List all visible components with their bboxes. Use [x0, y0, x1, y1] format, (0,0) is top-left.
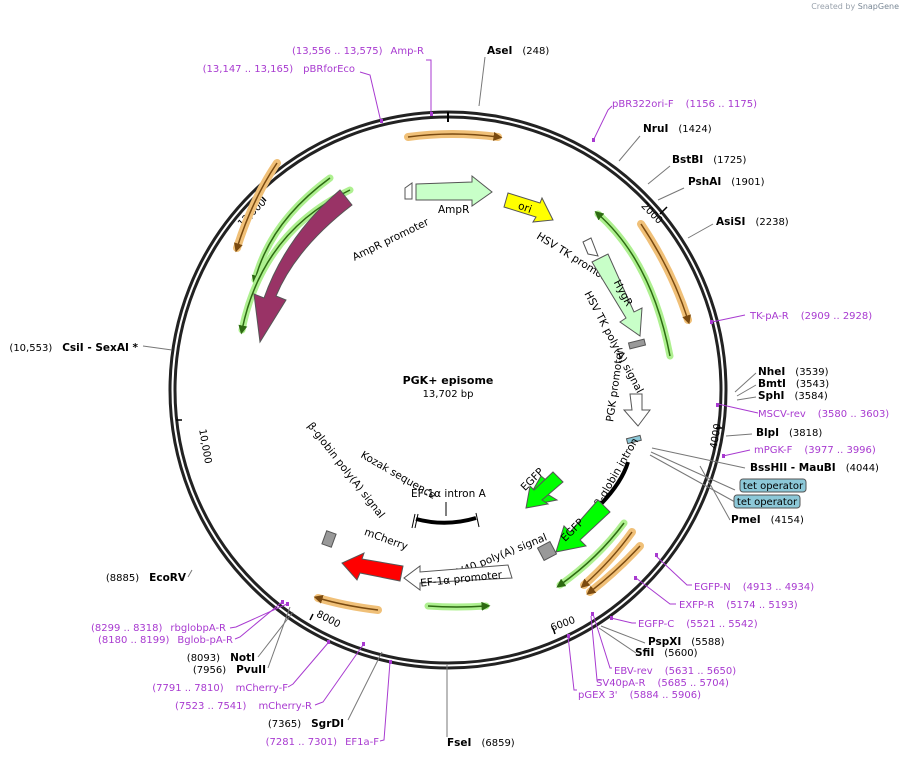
- enzyme-labels: AseI(248) NruI(1424) BstBI(1725) PshAI(1…: [9, 45, 879, 749]
- primer-pbr322ori-f: pBR322ori-F(1156 .. 1175): [612, 99, 757, 110]
- egfp-arrow-2: [555, 499, 611, 553]
- primer-mcherry-r: (7523 .. 7541)mCherry-R: [175, 701, 312, 712]
- primer-mscv-rev: MSCV-rev(3580 .. 3603): [758, 409, 889, 420]
- green-arc-ebna-1: [251, 177, 331, 285]
- ori-label: ori: [516, 200, 533, 216]
- site-sphI: SphI(3584): [758, 390, 828, 402]
- ori-arrow: [503, 192, 554, 223]
- ampr-arrow: [415, 174, 493, 207]
- outer-orange-arcs: [233, 130, 692, 614]
- snapgene-credit: Created by SnapGene: [811, 2, 899, 11]
- hsv-tk-polya-box: [627, 338, 647, 350]
- orange-arc-ebna: [234, 162, 278, 253]
- orange-arc-egfp-2: [586, 545, 641, 595]
- mcherry-label: mCherry: [363, 526, 410, 553]
- pgk-promoter-label: PGK promoter: [604, 348, 626, 423]
- enzyme-leaders: [142, 56, 757, 737]
- credit-text: Created by: [811, 2, 856, 11]
- orange-arc-egfp-1: [580, 531, 633, 588]
- tick-8000: [309, 613, 314, 621]
- ef1a-intron-arc: [415, 516, 477, 525]
- tick-label-4000: 4000: [709, 423, 724, 450]
- orange-arc-mcherry: [313, 594, 379, 611]
- site-nheI: NheI(3539): [758, 366, 829, 378]
- site-blpI: BlpI(3818): [756, 427, 822, 439]
- ebnai-arrow: [253, 189, 353, 344]
- tick-12000: [261, 196, 267, 202]
- site-fseI: FseI(6859): [447, 737, 515, 749]
- map-length: 13,702 bp: [423, 389, 474, 400]
- tet-operator-box-2: [733, 494, 801, 509]
- site-sgrDI: (7365)SgrDI: [268, 718, 344, 730]
- beta-globin-polya-label: β-globin poly(A) signal: [305, 420, 387, 520]
- ampr-promoter-arrow: [404, 182, 413, 200]
- hsv-tk-promoter-arrow: [582, 237, 599, 257]
- egfp-arrow-1-body: [525, 471, 564, 509]
- tick-2000: [659, 206, 668, 215]
- site-csiI: (10,553)CsiI - SexAI *: [9, 342, 138, 354]
- green-arc-hygr: [594, 211, 671, 357]
- primer-rbglobpa-r: (8299 .. 8318)rbglobpA-R: [91, 623, 226, 634]
- primer-ebv-rev: EBV-rev(5631 .. 5650): [614, 666, 736, 677]
- pgk-promoter-arrow: [622, 393, 651, 427]
- primer-mcherry-f: (7791 .. 7810)mCherry-F: [152, 683, 288, 694]
- primer-bglob-pa-r: (8180 .. 8199)Bglob-pA-R: [98, 635, 233, 646]
- site-pvuII: (7956)PvuII: [193, 664, 266, 676]
- primer-egfp-n: EGFP-N(4913 .. 4934): [694, 582, 814, 593]
- primer-mpgk-f: mPGK-F(3977 .. 3996): [754, 445, 876, 456]
- site-bstBI: BstBI(1725): [672, 154, 747, 166]
- tet-operator-label-1: tet operator: [743, 481, 804, 492]
- map-title: PGK+ episome: [403, 374, 494, 387]
- primer-pgex-3: pGEX 3'(5884 .. 5906): [578, 690, 701, 701]
- beta-globin-intron-label: β-globin intron: [592, 436, 641, 509]
- site-pspXI: PspXI(5588): [648, 636, 725, 648]
- tet-operator-label-2: tet operator: [737, 497, 798, 508]
- ampr-label: AmpR: [438, 204, 469, 216]
- ef1a-promoter-arrow: [403, 564, 513, 591]
- ef1a-intron-label: EF-1α intron A: [411, 488, 487, 500]
- primer-exfp-r: EXFP-R(5174 .. 5193): [679, 600, 798, 611]
- mcherry-arrow: [341, 552, 404, 582]
- primer-ef1a-f: (7281 .. 7301)EF1a-F: [266, 737, 380, 748]
- site-bssHII: BssHII - MauBI(4044): [750, 462, 879, 474]
- ampr-promoter-label: AmpR promoter: [351, 216, 432, 264]
- site-aseI: AseI(248): [487, 45, 549, 57]
- hygr-arrow: [591, 253, 643, 337]
- primer-egfp-c: EGFP-C(5521 .. 5542): [638, 619, 758, 630]
- primer-sv40pa-r: SV40pA-R(5685 .. 5704): [596, 678, 729, 689]
- tet-operator-box-1: [739, 478, 807, 493]
- primer-labels: (13,556 .. 13,575)Amp-R (13,147 .. 13,16…: [91, 46, 889, 748]
- primer-leaders: [229, 59, 759, 742]
- tick-6000: [552, 627, 556, 635]
- primer-amp-r: (13,556 .. 13,575)Amp-R: [292, 46, 424, 57]
- green-arc-egfp: [556, 522, 625, 588]
- sv40-polya-box: [536, 540, 558, 562]
- primer-pbrforeco: (13,147 .. 13,165)pBRforEco: [203, 64, 355, 75]
- tet-operator-mark: [625, 434, 642, 445]
- tick-label-8000: 8000: [314, 609, 342, 631]
- snapgene-logo: SnapGene: [857, 2, 899, 11]
- green-arc-ef1a: [427, 601, 491, 611]
- tet-operator-boxes: tet operator tet operator: [733, 478, 807, 509]
- site-asiSI: AsiSI(2238): [716, 216, 789, 228]
- beta-globin-intron-arc: [599, 461, 630, 506]
- site-notI: (8093)NotI: [187, 652, 255, 664]
- site-sfiI: SfiI(5600): [635, 647, 698, 659]
- site-pmeI: PmeI(4154): [731, 514, 804, 526]
- site-nruI: NruI(1424): [643, 123, 712, 135]
- site-bmtI: BmtI(3543): [758, 378, 829, 390]
- orange-arc-amp: [407, 131, 503, 141]
- site-pshAI: PshAI(1901): [688, 176, 765, 188]
- orange-arc-hyg: [640, 223, 691, 325]
- tick-label-10000: 10,000: [196, 428, 213, 464]
- primer-tk-pa-r: TK-pA-R(2909 .. 2928): [749, 311, 872, 322]
- beta-globin-polya-box: [321, 530, 337, 548]
- site-ecoRV: (8885)EcoRV: [106, 572, 187, 584]
- primer-marks: [281, 112, 725, 664]
